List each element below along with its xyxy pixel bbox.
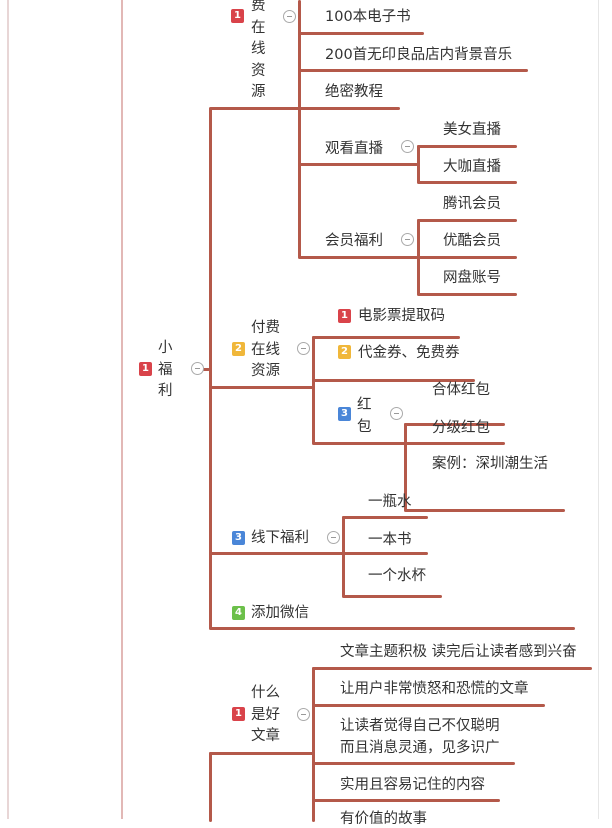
priority-badge: 4	[232, 606, 245, 620]
collapse-toggle-paid[interactable]	[297, 342, 310, 355]
collapse-toggle-free[interactable]	[283, 10, 296, 23]
collapse-toggle-vip[interactable]	[401, 233, 414, 246]
priority-badge: 1	[231, 9, 244, 23]
node-vip[interactable]: 会员福利	[325, 233, 383, 249]
node-paid-resources[interactable]: 付费 在线 资源	[251, 318, 280, 383]
node-offline[interactable]: 线下福利	[251, 530, 309, 546]
priority-badge: 3	[232, 531, 245, 545]
node-offline-child[interactable]: 一本书	[368, 532, 412, 548]
priority-badge: 1	[139, 362, 152, 376]
node-line: 资源	[251, 363, 280, 379]
node-line: 付费	[251, 320, 280, 336]
node-live-child[interactable]: 大咖直播	[443, 159, 501, 175]
node-article-trait[interactable]: 实用且容易记住的内容	[340, 777, 485, 793]
node-line: 而且消息灵通，见多识广	[340, 739, 500, 756]
node-hongbao-child[interactable]: 合体红包	[432, 382, 490, 398]
node-vip-child[interactable]: 优酷会员	[443, 233, 501, 249]
node-char: 线	[251, 41, 266, 57]
priority-badge: 3	[338, 407, 351, 421]
node-char: 在	[251, 19, 266, 36]
priority-badge: 1	[232, 707, 245, 721]
node-char: 小	[158, 340, 173, 356]
root-node-xiaofuli[interactable]: 小 福 利	[158, 338, 174, 403]
node-line: 什么	[251, 685, 280, 701]
node-line: 让读者觉得自己不仅聪明	[340, 718, 500, 734]
collapse-toggle-live[interactable]	[401, 140, 414, 153]
priority-badge: 2	[338, 345, 351, 359]
node-music[interactable]: 200首无印良品店内背景音乐	[325, 47, 513, 63]
node-char: 包	[357, 418, 372, 435]
node-char: 源	[251, 84, 266, 100]
frame-border-inner	[121, 0, 123, 819]
priority-badge: 1	[338, 309, 351, 323]
collapse-toggle-offline[interactable]	[327, 531, 340, 544]
node-coupon[interactable]: 代金券、免费券	[358, 345, 460, 361]
collapse-toggle-good[interactable]	[297, 708, 310, 721]
frame-border-left	[7, 0, 9, 819]
node-hongbao-child[interactable]: 案例：深圳潮生活	[432, 456, 548, 472]
node-char: 资	[251, 62, 266, 79]
node-good-article[interactable]: 什么 是好 文章	[251, 683, 280, 748]
priority-badge: 2	[232, 342, 245, 356]
node-free-resources[interactable]: 费 在 线 资 源	[251, 0, 267, 104]
node-movie-ticket[interactable]: 电影票提取码	[358, 308, 445, 324]
node-article-trait[interactable]: 有价值的故事	[340, 811, 427, 827]
collapse-toggle-root[interactable]	[191, 362, 204, 375]
node-live[interactable]: 观看直播	[325, 141, 383, 157]
node-line: 文章	[251, 728, 280, 744]
node-hongbao[interactable]: 红 包	[357, 395, 373, 438]
node-article-trait[interactable]: 让用户非常愤怒和恐慌的文章	[340, 681, 529, 697]
node-offline-child[interactable]: 一个水杯	[368, 568, 426, 584]
node-char: 利	[158, 383, 173, 399]
collapse-toggle-hongbao[interactable]	[390, 407, 403, 420]
node-live-child[interactable]: 美女直播	[443, 122, 501, 138]
frame-border-right	[598, 0, 599, 819]
node-line: 在线	[251, 341, 280, 358]
node-hongbao-child[interactable]: 分级红包	[432, 420, 490, 436]
node-add-wechat[interactable]: 添加微信	[251, 605, 309, 621]
node-char: 福	[158, 361, 173, 378]
node-ebooks[interactable]: 100本电子书	[325, 9, 411, 25]
node-article-trait[interactable]: 让读者觉得自己不仅聪明 而且消息灵通，见多识广	[340, 716, 500, 759]
node-line: 是好	[251, 706, 280, 723]
node-char: 费	[251, 0, 266, 14]
node-tutorial[interactable]: 绝密教程	[325, 84, 383, 100]
node-vip-child[interactable]: 网盘账号	[443, 270, 501, 286]
node-offline-child[interactable]: 一瓶水	[368, 494, 412, 510]
node-article-trait[interactable]: 文章主题积极 读完后让读者感到兴奋	[340, 644, 577, 660]
node-vip-child[interactable]: 腾讯会员	[443, 196, 501, 212]
node-char: 红	[357, 397, 372, 413]
